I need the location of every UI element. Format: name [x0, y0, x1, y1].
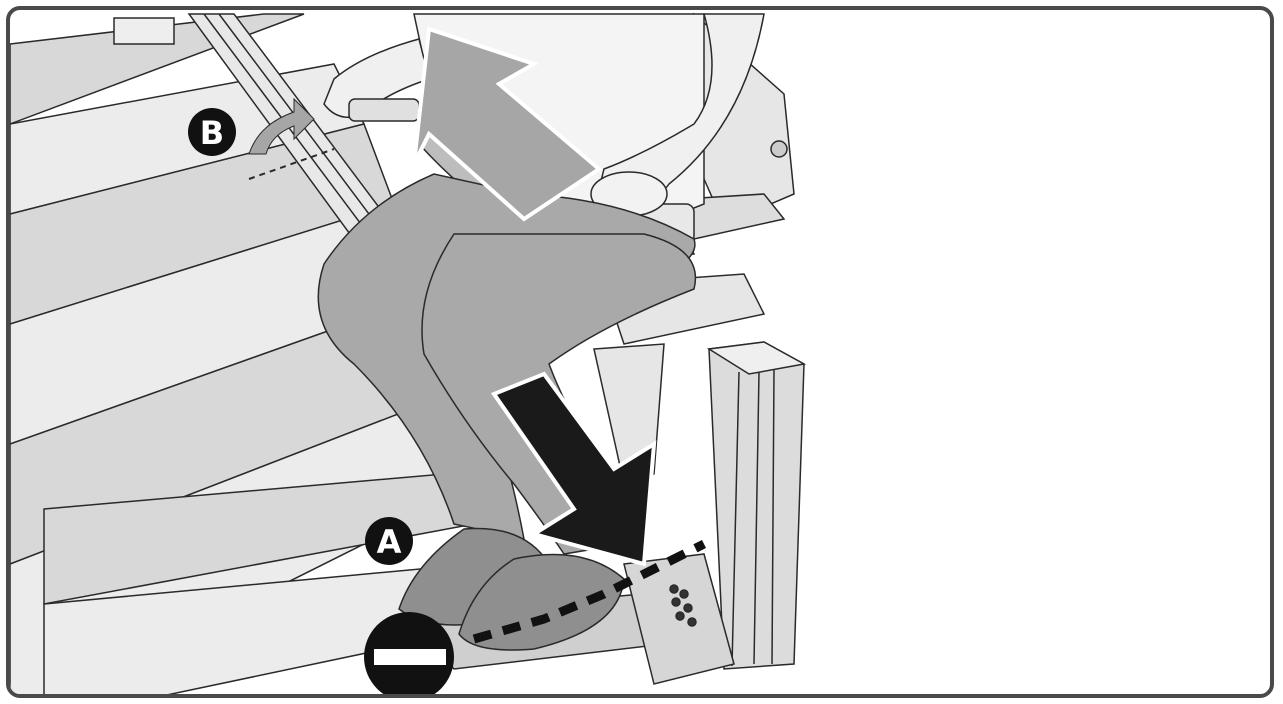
label-a: A	[377, 523, 402, 561]
label-b: B	[200, 114, 224, 152]
stairlift-illustration: B A	[10, 10, 1270, 694]
chair-column	[709, 342, 804, 669]
label-a-badge: A	[365, 517, 413, 565]
illustration-frame: B A	[6, 6, 1274, 698]
label-b-badge: B	[188, 108, 236, 156]
person-left-arm	[324, 39, 429, 121]
